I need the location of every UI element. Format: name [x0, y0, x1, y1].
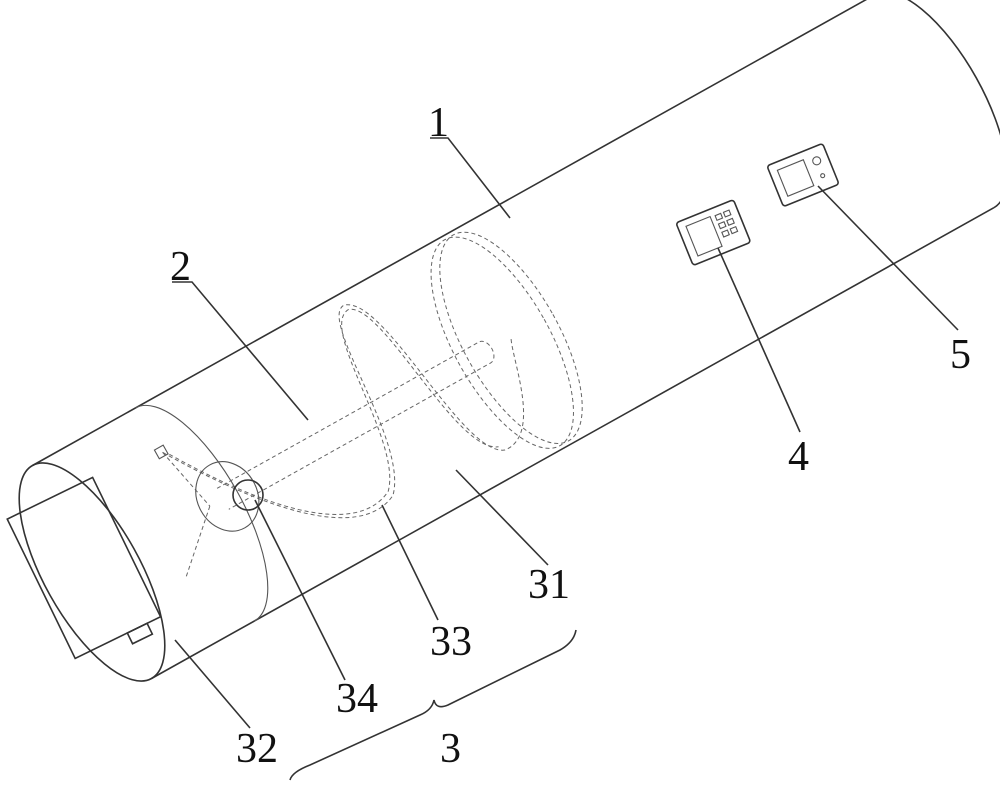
sensor-wire-2 — [185, 505, 211, 577]
sensor-icon — [153, 444, 169, 460]
leader-lines — [172, 137, 959, 781]
label-bearing: 34 — [336, 676, 378, 722]
label-display-unit: 5 — [950, 332, 971, 378]
bearing — [232, 479, 264, 511]
sensor-wire — [162, 452, 211, 507]
tube-top-edge — [32, 0, 876, 467]
inner-disc-rim — [439, 231, 583, 444]
tube-bottom-edge — [151, 207, 995, 680]
label-shaft: 2 — [170, 244, 191, 290]
label-helix-blade: 33 — [430, 619, 472, 665]
label-end-cap: 32 — [236, 726, 278, 772]
shaft — [216, 340, 495, 510]
end-cap-seam — [135, 404, 269, 622]
helix-blade — [162, 304, 524, 519]
battery-icon — [6, 476, 162, 660]
label-housing: 31 — [528, 562, 570, 608]
inner-disc — [430, 236, 574, 449]
control-panel-icon — [676, 199, 751, 266]
tube-right-end — [874, 0, 1000, 209]
tube-left-end — [18, 462, 166, 682]
label-control-panel: 4 — [788, 434, 809, 480]
assembly-brace — [289, 629, 577, 781]
label-assembly: 3 — [440, 726, 461, 772]
helix-blade-inner — [169, 308, 499, 515]
display-unit-icon — [767, 143, 839, 207]
label-tube: 1 — [428, 100, 449, 146]
